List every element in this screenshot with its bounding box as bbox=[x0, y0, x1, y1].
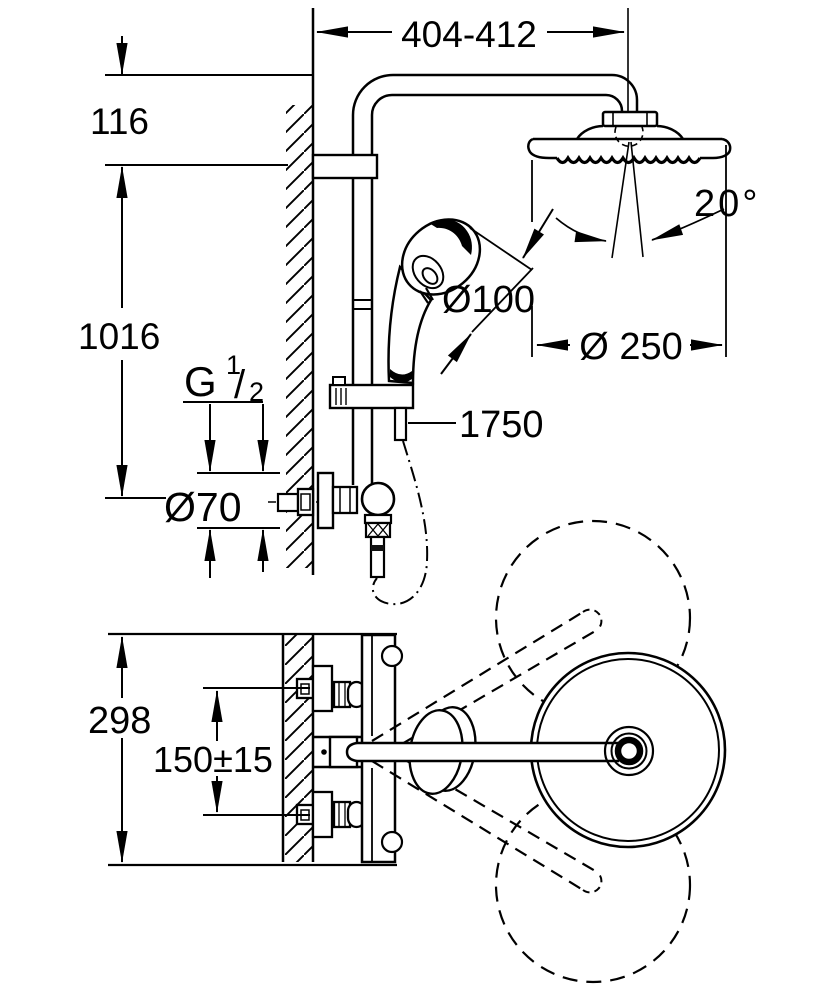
arm-hub bbox=[603, 725, 655, 777]
hose-connection-nut bbox=[364, 521, 392, 539]
thermostat-valve bbox=[268, 471, 396, 579]
svg-text:1: 1 bbox=[226, 350, 241, 380]
shower-arm bbox=[351, 73, 639, 116]
svg-text:G: G bbox=[184, 358, 217, 405]
head-shower bbox=[527, 110, 732, 259]
hose-outlet-stub bbox=[393, 406, 408, 442]
plan-view bbox=[281, 519, 727, 984]
label-plan-depth: 298 bbox=[88, 700, 151, 742]
label-width-top: 404-412 bbox=[401, 14, 537, 55]
handle-shade bbox=[390, 369, 412, 383]
label-handshower: Ø100 bbox=[442, 279, 535, 321]
svg-text:2: 2 bbox=[249, 377, 264, 407]
dimension-labels: 404-412 116 1016 G 1 / 2 Ø70 Ø100 Ø 250 … bbox=[78, 14, 760, 780]
label-escutcheon: Ø70 bbox=[164, 484, 242, 530]
wall-plan bbox=[281, 635, 315, 862]
hand-shower-holder bbox=[328, 376, 415, 442]
spray-nozzles bbox=[555, 154, 702, 165]
dim-escutcheon bbox=[197, 472, 280, 529]
shower-arm-plan bbox=[345, 741, 619, 763]
dim-handshower bbox=[440, 208, 554, 375]
dim-head-drop bbox=[105, 36, 313, 166]
svg-text:/: / bbox=[234, 363, 246, 407]
supply-connection-upper bbox=[295, 664, 367, 713]
dim-depth bbox=[108, 632, 397, 867]
dim-inlet-spacing bbox=[203, 687, 310, 816]
dim-headshower bbox=[531, 145, 727, 357]
dim-width-top bbox=[316, 8, 629, 112]
dim-rail-height bbox=[105, 166, 166, 499]
spray-cone bbox=[611, 141, 644, 259]
label-thread: G 1 / 2 bbox=[184, 350, 264, 407]
rail-wall-bracket bbox=[311, 153, 379, 180]
dim-thread bbox=[183, 401, 269, 578]
label-inlet-spacing: 150±15 bbox=[153, 739, 273, 780]
hand-shower bbox=[387, 218, 482, 385]
dimensions bbox=[105, 8, 727, 867]
label-rail-height: 1016 bbox=[78, 316, 160, 357]
arm-pivot-block bbox=[313, 735, 362, 769]
label-hose-length: 1750 bbox=[459, 404, 544, 446]
label-head-drop: 116 bbox=[90, 101, 149, 142]
label-headshower: Ø 250 bbox=[579, 326, 683, 368]
swivel-arm-upper bbox=[371, 608, 603, 756]
hand-shower-face bbox=[429, 219, 472, 255]
shower-hose bbox=[371, 440, 429, 606]
label-spray-angle: 20° bbox=[694, 183, 760, 225]
swivel-arm-lower bbox=[371, 746, 603, 894]
dim-spray-angle bbox=[555, 208, 725, 243]
elevation-view bbox=[268, 8, 732, 606]
